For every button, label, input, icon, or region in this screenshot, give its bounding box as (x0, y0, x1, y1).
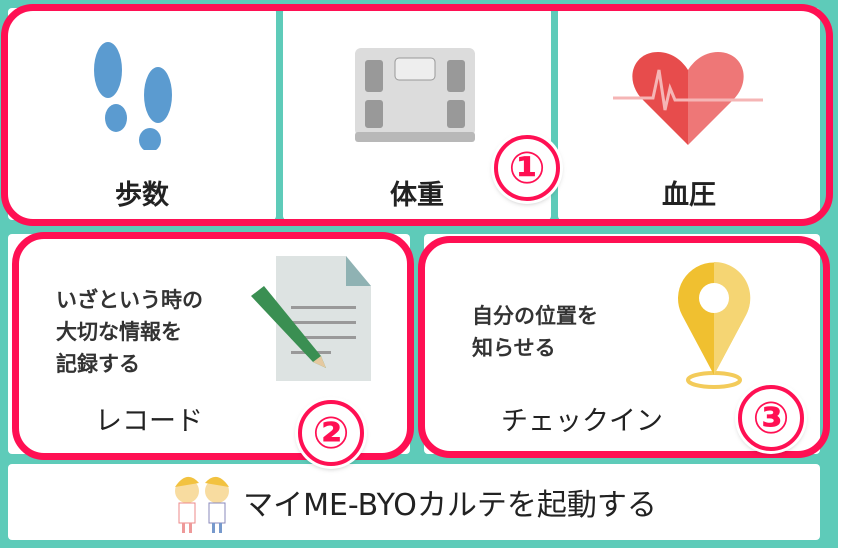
annotation-outline-3 (418, 236, 830, 458)
checkin-description: 自分の位置を 知らせる (472, 300, 598, 364)
record-label: レコード (95, 406, 203, 437)
checkin-label: チェックイン (501, 406, 663, 437)
blood-pressure-tile[interactable]: 血圧 (558, 8, 820, 220)
launch-karte-label: マイME-BYOカルテを起動する (243, 488, 657, 523)
scale-icon (355, 48, 475, 142)
mascot-icon (175, 476, 230, 533)
checkin-description-line: 知らせる (472, 336, 556, 360)
checkin-description-line: 自分の位置を (472, 304, 598, 328)
weight-tile[interactable]: 体重 (283, 8, 551, 220)
map-pin-icon (678, 261, 751, 389)
footprints-icon (94, 42, 172, 150)
record-description-line: 大切な情報を (56, 320, 182, 344)
annotation-badge-1: ① (494, 135, 560, 201)
annotation-badge-3: ③ (738, 385, 804, 451)
steps-label: 歩数 (115, 180, 169, 211)
record-tile[interactable]: いざという時の 大切な情報を 記録する レコード (8, 234, 410, 454)
annotation-badge-2: ② (298, 400, 364, 466)
record-description: いざという時の 大切な情報を 記録する (56, 284, 203, 380)
steps-tile[interactable]: 歩数 (8, 8, 276, 220)
document-pencil-icon (251, 256, 371, 381)
launch-karte-button[interactable]: マイME-BYOカルテを起動する (8, 464, 820, 540)
annotation-outline-2 (12, 232, 414, 460)
annotation-outline-1 (1, 4, 833, 226)
blood-pressure-label: 血圧 (662, 180, 716, 211)
record-description-line: 記録する (56, 352, 140, 376)
record-description-line: いざという時の (56, 288, 203, 312)
heart-pulse-icon (613, 52, 763, 145)
weight-label: 体重 (390, 180, 444, 211)
